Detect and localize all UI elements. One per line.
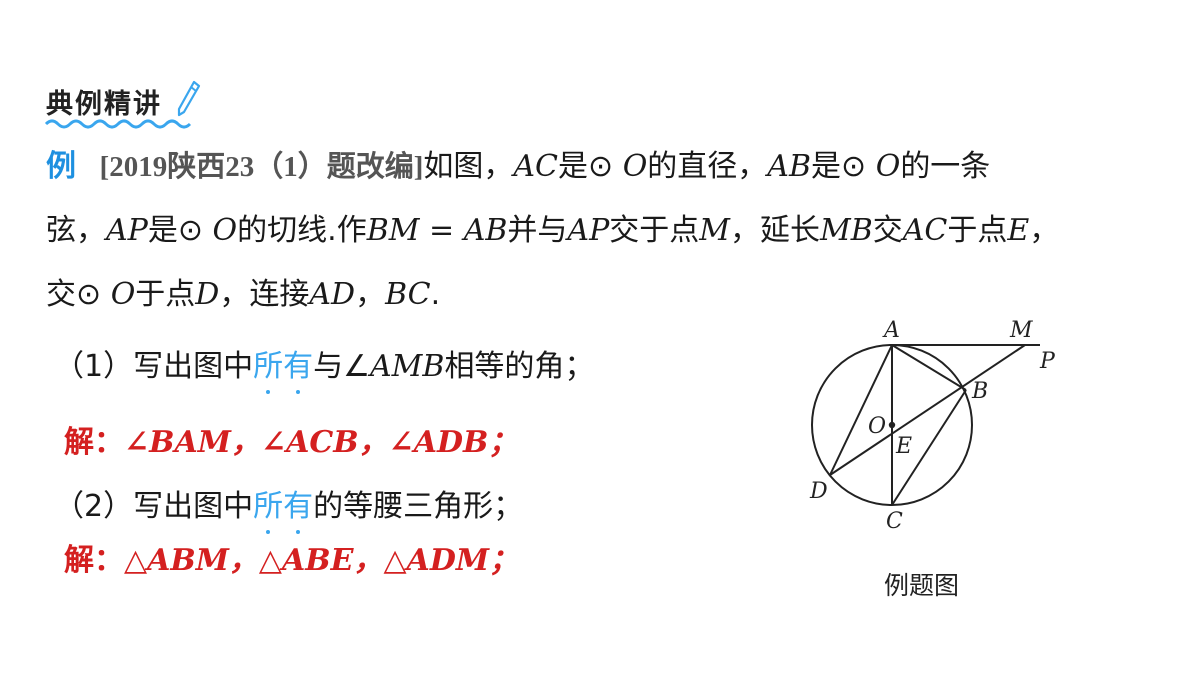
answer-label: 解： bbox=[64, 425, 124, 460]
math: AC bbox=[513, 149, 558, 184]
math: O bbox=[622, 149, 648, 184]
text: 的直径， bbox=[647, 149, 768, 184]
emphasis-dot bbox=[266, 530, 271, 534]
center-point bbox=[888, 421, 896, 429]
answer-label: 解： bbox=[64, 543, 124, 578]
section-header: 典例精讲 bbox=[44, 80, 201, 129]
text: 所有 bbox=[253, 349, 314, 384]
problem-line-1: 例 [2019陕西23（1）题改编]如图，AC是⊙ O的直径，AB是⊙ O的一条 bbox=[46, 152, 990, 182]
problem-source: [2019陕西23（1）题改编] bbox=[99, 151, 424, 183]
math: E bbox=[1007, 213, 1030, 248]
label-o: O bbox=[868, 414, 886, 439]
wave-underline-icon bbox=[44, 119, 192, 129]
geometry-figure: A M P B O E D C bbox=[809, 318, 1056, 534]
chord-ad bbox=[829, 344, 893, 476]
answer-text: ∠BAM，∠ACB，∠ADB； bbox=[124, 425, 519, 460]
math: AP bbox=[106, 213, 148, 248]
math: AP bbox=[567, 213, 610, 248]
emphasis-text: 所有 bbox=[253, 489, 314, 534]
math: AB bbox=[463, 213, 508, 248]
text: 弦， bbox=[46, 213, 106, 248]
emphasis-dot bbox=[296, 530, 301, 534]
emphasis-dot bbox=[296, 390, 301, 394]
problem-line-3: 交⊙ O于点D，连接AD，BC. bbox=[46, 280, 440, 310]
answer-text: △ABM，△ABE，△ADM； bbox=[124, 543, 520, 578]
math: AC bbox=[902, 213, 948, 248]
label-d: D bbox=[809, 479, 828, 504]
text: （2）写出图中 bbox=[54, 489, 254, 524]
text: 于点 bbox=[135, 277, 196, 312]
problem-line-2: 弦，AP是⊙ O的切线.作BM = AB并与AP交于点M，延长MB交AC于点E， bbox=[46, 216, 1059, 246]
text: 如图， bbox=[423, 149, 514, 184]
text: . bbox=[430, 277, 441, 312]
text: 所有 bbox=[253, 489, 314, 524]
math: BM bbox=[366, 213, 420, 248]
math: M bbox=[699, 213, 730, 248]
math: AB bbox=[767, 149, 812, 184]
math: O bbox=[212, 213, 238, 248]
text: 交于点 bbox=[609, 213, 700, 248]
answer-1: 解：∠BAM，∠ACB，∠ADB； bbox=[64, 428, 518, 458]
math: O bbox=[875, 149, 901, 184]
text: 的切线.作 bbox=[237, 213, 367, 248]
math: D bbox=[195, 277, 220, 312]
math: = bbox=[419, 213, 464, 248]
emphasis-dot bbox=[266, 390, 271, 394]
emphasis-text: 所有 bbox=[253, 349, 314, 394]
math: O bbox=[110, 277, 136, 312]
label-c: C bbox=[886, 509, 903, 534]
math: AMB bbox=[370, 349, 445, 384]
chord-ab bbox=[891, 344, 967, 391]
text: 交⊙ bbox=[46, 277, 111, 312]
text: 的一条 bbox=[900, 149, 991, 184]
math: BC bbox=[385, 277, 431, 312]
text: 交 bbox=[872, 213, 903, 248]
text: 是⊙ bbox=[147, 213, 213, 248]
text: 是⊙ bbox=[558, 149, 623, 184]
example-label: 例 bbox=[46, 149, 76, 184]
text: 相等的角； bbox=[444, 349, 595, 384]
label-e: E bbox=[895, 434, 912, 459]
math: AD bbox=[309, 277, 356, 312]
text: ，延长 bbox=[729, 213, 820, 248]
question-1: （1）写出图中所有与∠AMB相等的角； bbox=[54, 349, 595, 394]
text: 与∠ bbox=[313, 349, 370, 384]
text: 是⊙ bbox=[811, 149, 876, 184]
figure-caption: 例题图 bbox=[884, 571, 960, 600]
text: 的等腰三角形； bbox=[313, 489, 524, 524]
line-mbd bbox=[829, 344, 1026, 476]
label-p: P bbox=[1039, 349, 1056, 374]
text: ， bbox=[355, 277, 386, 312]
text: ， bbox=[1029, 213, 1060, 248]
label-a: A bbox=[882, 318, 900, 343]
pencil-icon bbox=[177, 80, 201, 117]
chord-bc bbox=[891, 389, 967, 506]
label-b: B bbox=[971, 379, 988, 404]
text: 于点 bbox=[947, 213, 1008, 248]
label-m: M bbox=[1009, 318, 1033, 343]
math: MB bbox=[819, 213, 873, 248]
answer-2: 解：△ABM，△ABE，△ADM； bbox=[64, 546, 519, 576]
text: ，连接 bbox=[219, 277, 310, 312]
text: 并与 bbox=[507, 213, 568, 248]
question-2: （2）写出图中所有的等腰三角形； bbox=[54, 489, 524, 534]
text: （1）写出图中 bbox=[54, 349, 254, 384]
section-title: 典例精讲 bbox=[46, 89, 162, 120]
